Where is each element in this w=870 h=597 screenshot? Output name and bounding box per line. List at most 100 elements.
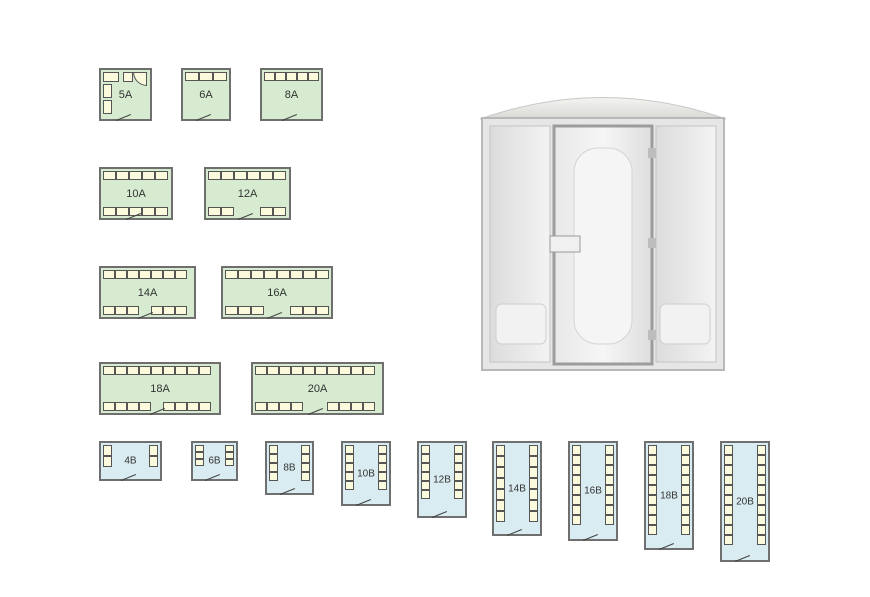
seat [273,171,286,180]
seat [345,472,354,481]
seat [421,454,430,463]
layout-label: 20B [736,496,754,507]
layout-5A: 5A [99,68,152,121]
seat [163,402,175,411]
layout-label: 20A [307,382,328,395]
layout-label: 12A [237,187,258,200]
layout-18A: 18A [99,362,221,415]
seat [247,171,260,180]
door-swing [734,555,751,562]
seat [303,366,315,375]
seat [572,465,581,475]
seat [149,445,158,456]
steam-cabin-photo [479,97,727,371]
layout-label: 5A [118,88,133,101]
seat [238,270,251,279]
seat [529,445,538,456]
layout-label: 6B [208,455,221,467]
seat [142,207,155,216]
seat [572,445,581,455]
seat [290,270,303,279]
seat [529,467,538,478]
seat [163,306,175,315]
seat [225,452,234,459]
layout-label: 8B [283,462,296,474]
seat [496,445,505,456]
seat [175,270,187,279]
seat [496,456,505,467]
seat [127,306,139,315]
seat [724,455,733,465]
seat [378,454,387,463]
seat [724,515,733,525]
hinge-middle [648,238,656,248]
seat [221,171,234,180]
seat [681,475,690,485]
seat [345,463,354,472]
layout-label: 14A [137,286,158,299]
seat [290,306,303,315]
seat [260,171,273,180]
seat [572,485,581,495]
seat [103,270,115,279]
seat [605,505,614,515]
seat [648,465,657,475]
seat [255,366,267,375]
seat [605,475,614,485]
seat [279,402,291,411]
seat [421,481,430,490]
seat [529,456,538,467]
seat [116,207,129,216]
seat [757,525,766,535]
seat [251,270,264,279]
layout-14B: 14B [492,441,542,536]
seat [605,495,614,505]
seat [496,511,505,522]
hinge-top [648,148,656,158]
seat [757,535,766,545]
seat [103,445,112,456]
seat [648,495,657,505]
seat [195,459,204,466]
seat [195,452,204,459]
seat [275,72,286,81]
layout-label: 18A [150,382,170,395]
seat [572,505,581,515]
seat [175,306,187,315]
seat [345,454,354,463]
seat [155,207,168,216]
seat [757,505,766,515]
seat [267,366,279,375]
seat [316,306,329,315]
seat [303,270,316,279]
layout-label: 8A [284,88,299,101]
seat [127,366,139,375]
seat [187,366,199,375]
seat [529,478,538,489]
seat [269,472,278,481]
seat [378,481,387,490]
seat [175,402,187,411]
seat [115,366,127,375]
seat [648,515,657,525]
seat [345,481,354,490]
seat [681,465,690,475]
seat [269,445,278,454]
door-swing [237,213,253,220]
seat [345,445,354,454]
seat [648,485,657,495]
layout-label: 14B [508,483,526,494]
seat [139,366,151,375]
seat [264,270,277,279]
layout-label: 18B [660,490,678,501]
seat [279,366,291,375]
seat [454,445,463,454]
seat [529,511,538,522]
seat [213,72,227,81]
seat [351,366,363,375]
seat [133,72,147,86]
seat [199,402,211,411]
dome-roof [479,97,727,120]
seat [681,485,690,495]
seat [308,72,319,81]
